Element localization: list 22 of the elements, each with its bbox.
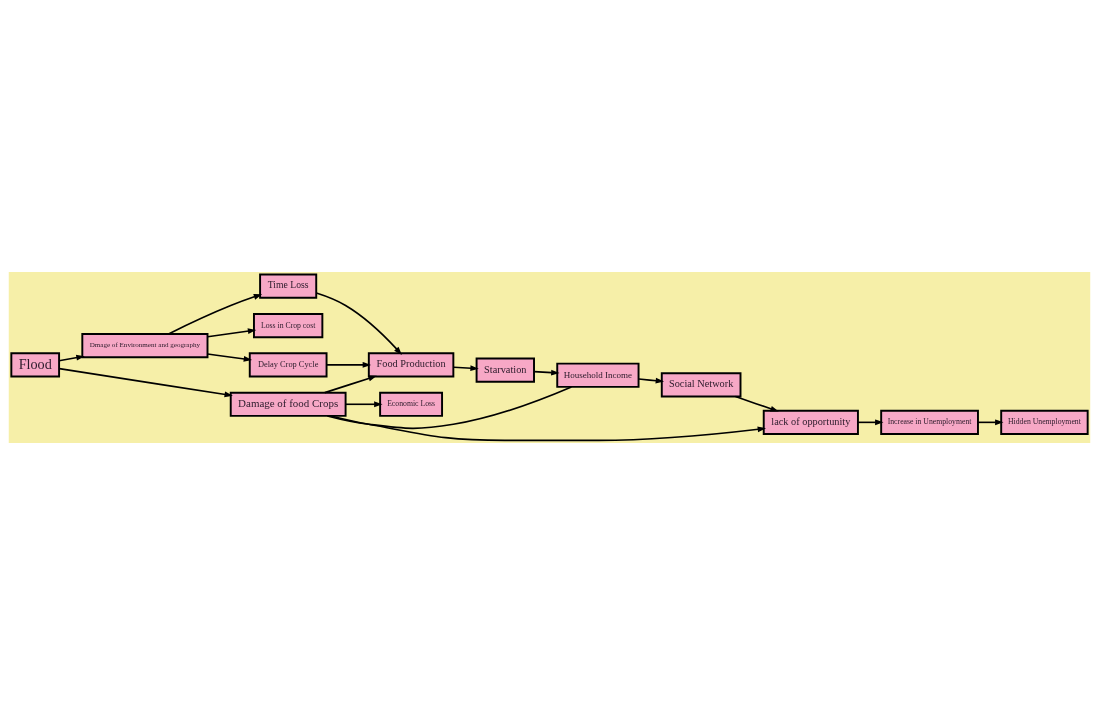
arrow xyxy=(206,327,257,338)
arrow xyxy=(206,352,253,362)
node-box: Flood xyxy=(10,351,61,377)
arrow xyxy=(344,400,383,407)
node-box: Food Production xyxy=(367,351,455,377)
arrow xyxy=(315,291,402,355)
node-box: Starvation xyxy=(475,357,535,383)
node-box: Damage of food Crops xyxy=(229,391,347,417)
arrow xyxy=(324,375,377,393)
connector xyxy=(326,385,573,429)
node-box: Time Loss xyxy=(259,273,318,299)
arrow xyxy=(58,367,233,397)
arrow xyxy=(325,361,372,368)
arrow xyxy=(638,377,665,384)
node-box: lack of opportunity xyxy=(762,409,859,435)
arrow xyxy=(58,354,85,362)
arrow xyxy=(330,414,767,441)
arrow xyxy=(734,395,779,412)
node-box: Social Network xyxy=(660,371,742,397)
node-box: Household Income xyxy=(556,362,640,388)
arrow xyxy=(167,293,263,335)
arrow xyxy=(533,369,560,376)
